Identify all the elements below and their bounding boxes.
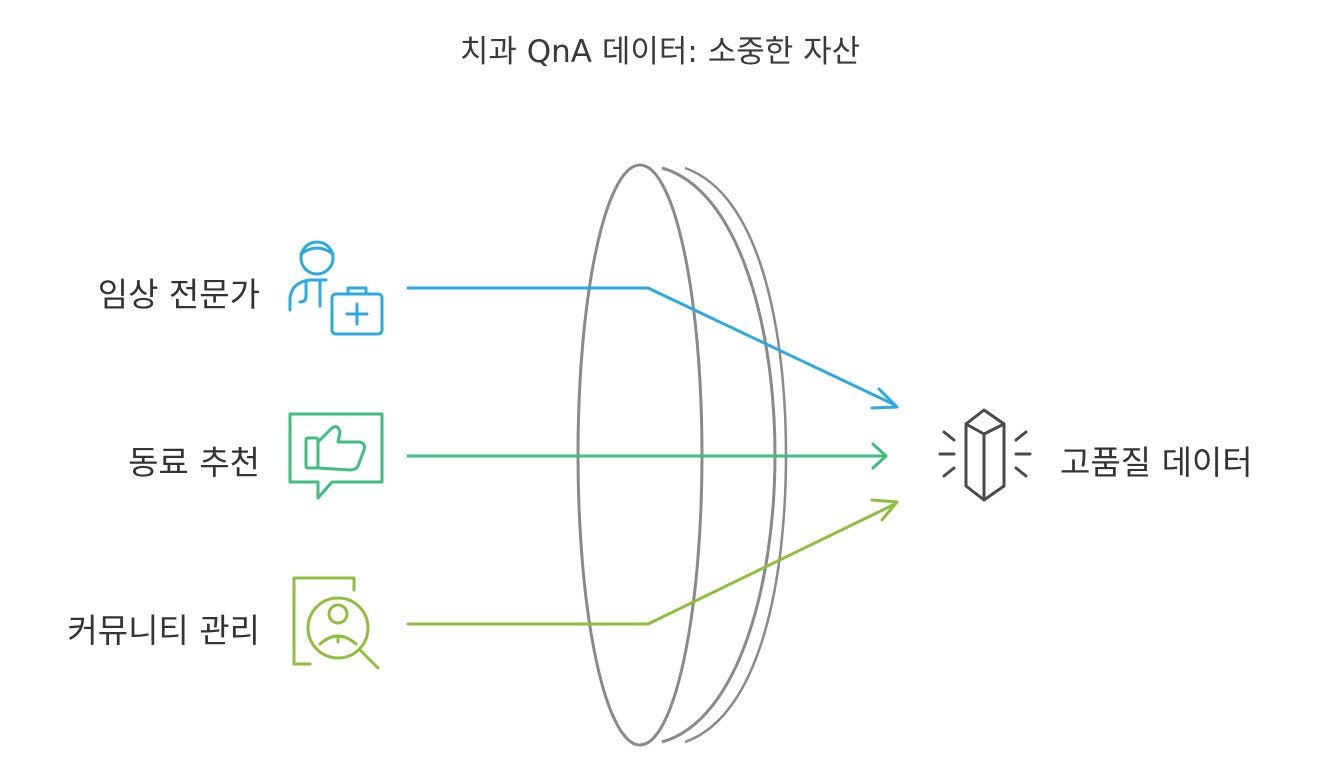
arrow-community-management xyxy=(406,498,899,626)
person-search-document-icon xyxy=(292,576,380,670)
thumbs-up-speech-bubble-icon xyxy=(288,412,384,500)
arrow-peer-recommendation xyxy=(406,442,888,470)
doctor-medical-kit-icon xyxy=(288,240,384,336)
label-clinical-expert: 임상 전문가 xyxy=(97,275,260,314)
label-peer-recommendation: 동료 추천 xyxy=(128,443,260,482)
label-community-management: 커뮤니티 관리 xyxy=(67,611,260,650)
diagram-title: 치과 QnA 데이터: 소중한 자산 xyxy=(459,34,861,70)
label-high-quality-data: 고품질 데이터 xyxy=(1060,443,1253,482)
arrow-clinical-expert xyxy=(406,286,899,410)
crystal-gem-icon xyxy=(938,408,1032,502)
